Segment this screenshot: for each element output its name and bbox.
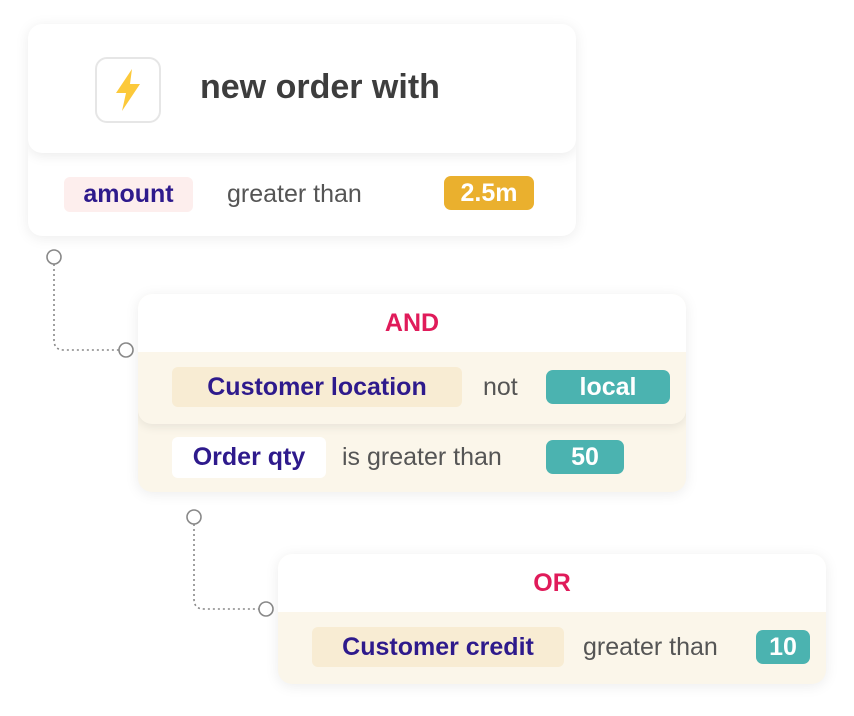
condition-field[interactable]: Customer location <box>172 367 462 407</box>
connector-line <box>193 524 259 610</box>
connector-handle <box>118 342 134 358</box>
condition-operator[interactable]: greater than <box>227 180 362 208</box>
trigger-card[interactable]: new order with amount greater than 2.5m <box>28 24 576 236</box>
connector-handle <box>46 249 62 265</box>
connector-handle <box>258 601 274 617</box>
condition-operator[interactable]: not <box>483 372 518 401</box>
condition-field[interactable]: Order qty <box>172 437 326 478</box>
condition-field[interactable]: amount <box>64 177 193 212</box>
condition-value[interactable]: 50 <box>546 440 624 474</box>
connector-line <box>53 264 119 351</box>
trigger-title: new order with <box>200 68 440 106</box>
condition-value[interactable]: 10 <box>756 630 810 664</box>
connector-handle <box>186 509 202 525</box>
trigger-header: new order with <box>28 24 576 153</box>
or-group-card[interactable]: OR Customer credit greater than 10 <box>278 554 826 684</box>
condition-operator[interactable]: is greater than <box>342 443 502 471</box>
lightning-icon <box>95 57 161 123</box>
condition-field[interactable]: Customer credit <box>312 627 564 667</box>
or-label: OR <box>278 554 826 612</box>
and-group-card[interactable]: AND Customer location not local Order qt… <box>138 294 686 492</box>
and-row-1: AND Customer location not local <box>138 294 686 424</box>
and-label: AND <box>138 294 686 352</box>
condition-operator[interactable]: greater than <box>583 632 718 661</box>
condition-value[interactable]: 2.5m <box>444 176 534 210</box>
condition-value[interactable]: local <box>546 370 670 404</box>
